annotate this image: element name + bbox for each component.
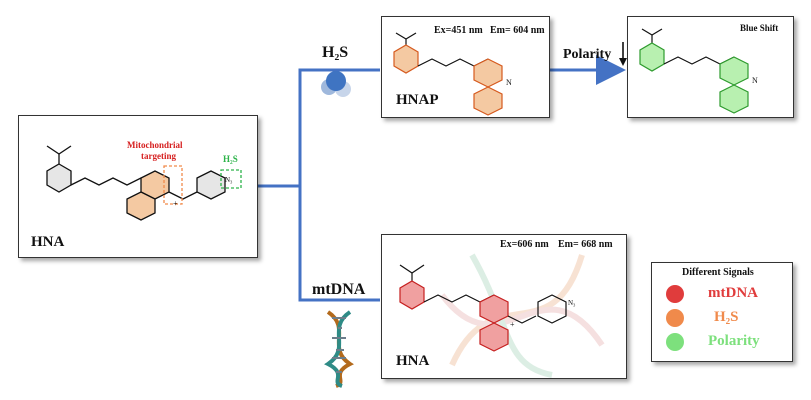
legend-swatch-h2s	[666, 309, 684, 327]
polarity-label: Polarity	[563, 47, 612, 62]
mtdna-branch-label: mtDNA	[312, 281, 366, 298]
hnap-structure: N Ex=451 nm Em= 604 nm	[393, 25, 545, 116]
dna-helix-icon	[324, 310, 354, 388]
svg-text:+: +	[510, 320, 515, 329]
hna-structure: + N₃ Mitochondrial targeting H₂S	[46, 140, 242, 221]
azide-n3-tag-2: N₃	[568, 299, 576, 307]
legend-label-mtdna: mtDNA	[708, 285, 758, 301]
legend-label-polarity: Polarity	[708, 333, 760, 349]
legend-swatch-polarity	[666, 333, 684, 351]
hna-probe-box: + N₃ Mitochondrial targeting H₂S HNA	[18, 115, 258, 258]
hna-dna-ex: Ex=606 nm	[500, 239, 549, 250]
svg-text:N: N	[506, 78, 512, 87]
hnap-ex: Ex=451 nm	[434, 25, 483, 36]
h2s-reactive-tag: H₂S	[223, 154, 238, 164]
svg-text:+: +	[173, 199, 178, 208]
mito-label-line2: targeting	[141, 151, 176, 161]
hna-dna-em: Em= 668 nm	[558, 239, 613, 250]
legend-label-h2s: H₂S	[714, 309, 739, 325]
azide-n3-tag: N₃	[225, 176, 233, 184]
hnap-em: Em= 604 nm	[490, 25, 545, 36]
branch-line	[258, 68, 380, 302]
blue-shift-structure: N Blue Shift	[639, 23, 778, 114]
hna-box-title: HNA	[31, 234, 65, 250]
svg-text:N: N	[752, 76, 758, 85]
hna-mtdna-structure: + N₃ Ex=606 nm Em= 668 nm	[399, 239, 613, 378]
blue-shift-box: N Blue Shift	[627, 16, 794, 118]
hnap-product-box: N Ex=451 nm Em= 604 nm HNAP	[381, 16, 550, 118]
legend-swatch-mtdna	[666, 285, 684, 303]
h2s-molecule-icon	[321, 71, 351, 97]
hnap-box-title: HNAP	[396, 92, 439, 108]
legend-title: Different Signals	[682, 267, 754, 278]
hna-dna-box-title: HNA	[396, 353, 430, 369]
legend-box: Different Signals mtDNA H₂S Polarity	[651, 262, 793, 362]
mito-label-line1: Mitochondrial	[127, 140, 183, 150]
blue-shift-label: Blue Shift	[740, 23, 778, 33]
hna-mtdna-box: + N₃ Ex=606 nm Em= 668 nm HNA	[381, 234, 627, 379]
h2s-branch-label: H₂S	[322, 44, 349, 61]
